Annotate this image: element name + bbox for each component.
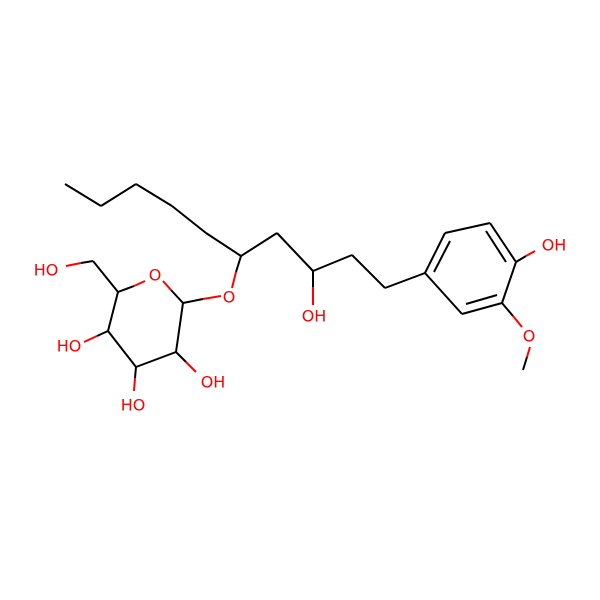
- bond-pentyl-3: [135, 183, 173, 207]
- bond-aromatic-4: [501, 261, 517, 304]
- bond-methoxy-ring-carbon-half: [501, 302, 514, 317]
- bond-c3-oh-oxygen-half: [133, 377, 136, 392]
- bond-aromatic-3-inner: [485, 230, 507, 263]
- bond-chain-c5-c4: [240, 232, 278, 257]
- bond-glyco-o-c1-oxygen-half: [202, 295, 222, 300]
- sugar-oh-c2-label: OH: [201, 373, 226, 392]
- sugar-oh-c4-label: HO: [57, 337, 82, 356]
- bond-pentyl-5: [205, 232, 242, 257]
- bond-aromatic-5: [461, 302, 503, 315]
- bond-c4-oh-carbon-half: [96, 330, 109, 337]
- bond-pentyl-1: [64, 183, 102, 207]
- bond-methoxy-ring-oxygen-half: [512, 315, 523, 328]
- bond-glyco-o-chain-oxygen-half: [231, 271, 237, 289]
- bond-c6-oh-oxygen-half: [65, 262, 82, 267]
- bond-ring-o-c1-oxygen-half: [162, 280, 172, 291]
- bond-ring-o-c5-carbon-half: [117, 285, 135, 293]
- bond-c4-oh-oxygen-half: [83, 335, 98, 343]
- carbon-bonds: [64, 183, 517, 368]
- bond-chain-c1-ring: [384, 272, 426, 289]
- bond-pentyl-2: [100, 183, 137, 207]
- bond-ring-o-c5-oxygen-half: [133, 280, 146, 287]
- bond-aromatic-5-inner: [465, 294, 498, 305]
- methoxy-oxygen-label: O: [523, 327, 536, 346]
- bond-c6-oh-carbon-half: [80, 260, 94, 264]
- bond-sugar-c5-c6: [92, 260, 119, 293]
- bond-c2-oh-oxygen-half: [185, 361, 197, 373]
- bond-sugar-c1-c2: [175, 302, 184, 353]
- chain-hydroxyl-label: OH: [302, 307, 327, 326]
- sugar-oh-c3-label: HO: [121, 396, 146, 415]
- bond-sugar-c4-c5: [107, 291, 119, 332]
- atom-labels: HO O O OH OH O HO HO OH: [34, 236, 567, 415]
- bond-c3-oh-carbon-half: [134, 366, 137, 379]
- bond-chain-c3-c2: [312, 254, 353, 272]
- bond-methoxy-methyl-carbon-half: [522, 356, 528, 371]
- bond-phenol-oh-oxygen-half: [525, 250, 536, 257]
- bond-phenol-oh-carbon-half: [515, 255, 527, 263]
- bond-sugar-c2-c3: [135, 351, 177, 368]
- phenol-hydroxyl-label: OH: [542, 236, 567, 255]
- bond-ring-o-c1-carbon-half: [170, 289, 184, 304]
- glycosidic-oxygen-label: O: [223, 288, 236, 307]
- bond-pentyl-4: [171, 205, 207, 234]
- bond-sugar-c3-c4: [107, 330, 137, 368]
- bond-c2-oh-carbon-half: [175, 351, 187, 363]
- bond-glyco-o-c1-carbon-half: [182, 298, 204, 304]
- bond-chain-c2-c1: [351, 254, 386, 289]
- bond-aromatic-1: [424, 232, 446, 274]
- bond-aromatic-2: [444, 222, 491, 234]
- bond-aromatic-1-inner: [433, 240, 451, 273]
- oxygen-bonds: [65, 250, 536, 392]
- hydroxymethyl-label: HO: [34, 261, 59, 280]
- bond-aromatic-3: [489, 222, 517, 263]
- bond-aromatic-6: [424, 272, 463, 315]
- bond-glyco-o-chain-carbon-half: [235, 255, 242, 273]
- bond-methoxy-methyl-oxygen-half: [526, 346, 531, 358]
- bond-chain-c4-c3: [276, 232, 314, 272]
- ring-oxygen-label: O: [149, 266, 162, 285]
